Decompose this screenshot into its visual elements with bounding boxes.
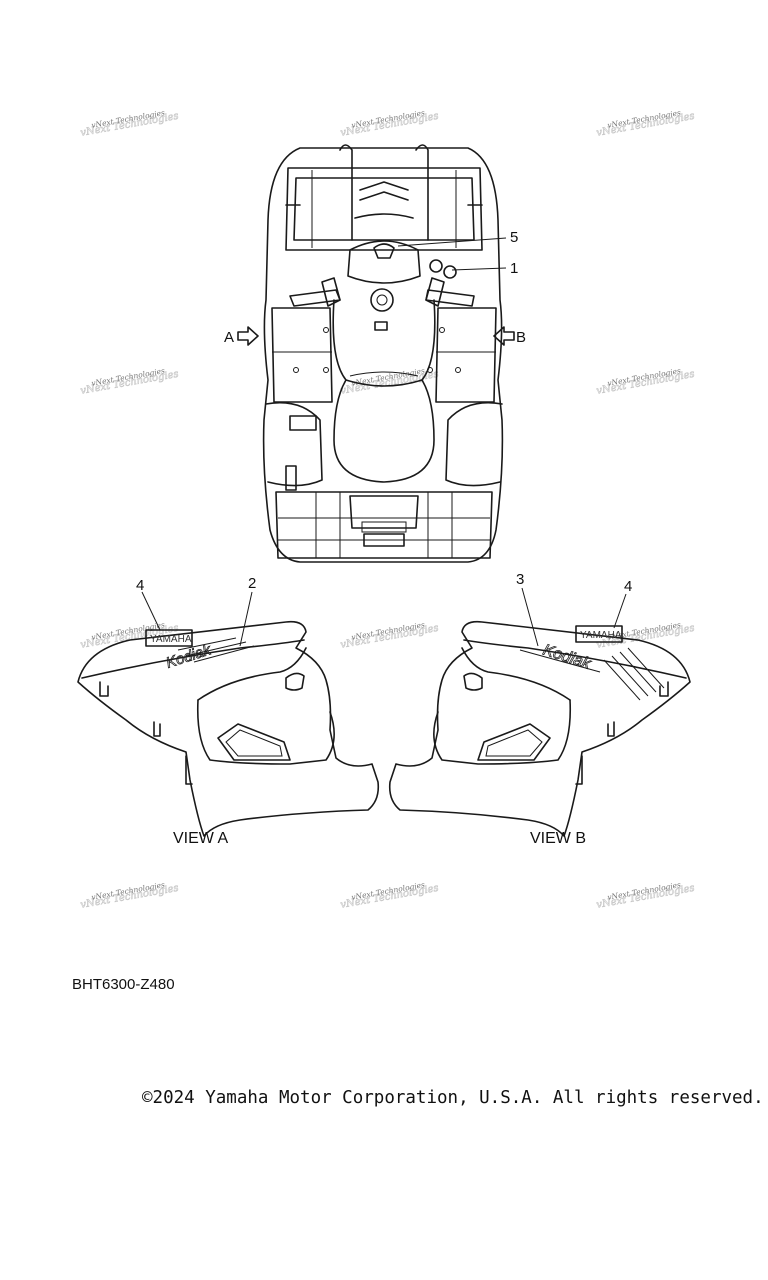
svg-text:5: 5 (510, 229, 518, 246)
svg-text:3: 3 (516, 571, 524, 588)
svg-text:1: 1 (510, 260, 518, 277)
svg-text:A: A (224, 329, 234, 346)
seat (332, 299, 436, 483)
callout-5: 5 (397, 229, 518, 247)
view-b-label: VIEW B (530, 830, 586, 847)
right-footwell (427, 307, 497, 403)
watermark-bottom-right: vNext Technologies vNext Technologies (595, 880, 695, 911)
svg-text:4: 4 (624, 578, 632, 595)
callout-4-right: 4 (613, 578, 632, 629)
decal-yamaha-view-a: YAMAHA (150, 634, 192, 645)
watermark-bottom-center: vNext Technologies vNext Technologies (339, 880, 439, 911)
handlebar-area (289, 240, 475, 331)
watermark-top-right: vNext Technologies vNext Technologies (595, 108, 695, 139)
arrow-b: B (493, 326, 526, 346)
view-a-label: VIEW A (173, 830, 228, 847)
watermark-mid-left: vNext Technologies vNext Technologies (79, 366, 179, 397)
left-footwell (271, 307, 333, 431)
atv-top-view (262, 144, 504, 563)
arrow-a: A (224, 326, 259, 346)
svg-text:2: 2 (248, 575, 256, 592)
callout-1: 1 (451, 260, 518, 277)
copyright-notice: ©2024 Yamaha Motor Corporation, U.S.A. A… (142, 1088, 764, 1108)
callout-2: 2 (239, 575, 256, 647)
svg-text:4: 4 (136, 577, 144, 594)
callout-4-left: 4 (136, 577, 161, 631)
watermark-mid-right: vNext Technologies vNext Technologies (595, 366, 695, 397)
svg-text:B: B (516, 329, 526, 346)
diagram-code: BHT6300-Z480 (72, 976, 175, 993)
watermark-row3-center: vNext Technologies vNext Technologies (339, 620, 439, 651)
watermark-bottom-left: vNext Technologies vNext Technologies (79, 880, 179, 911)
watermark-top-center: vNext Technologies vNext Technologies (339, 108, 439, 139)
watermark-mid-center: vNext Technologies vNext Technologies (339, 366, 439, 397)
front-rack (285, 144, 483, 251)
view-a-panel: YAMAHA Kodiak (77, 620, 380, 837)
view-b-panel: YAMAHA Kodiak (388, 620, 691, 837)
watermark-top-left: vNext Technologies vNext Technologies (79, 108, 179, 139)
callout-3: 3 (516, 571, 539, 647)
rear-rack (275, 491, 493, 559)
decal-yamaha-view-b: YAMAHA (580, 630, 622, 641)
